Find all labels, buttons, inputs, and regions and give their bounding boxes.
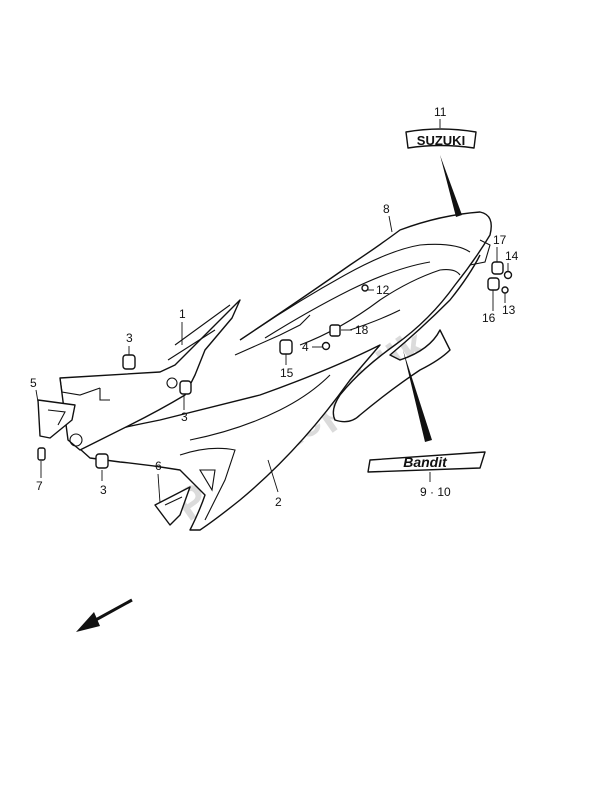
svg-text:5: 5 — [30, 376, 37, 390]
part-18-nut — [329, 324, 341, 337]
svg-text:18: 18 — [355, 323, 369, 337]
svg-text:3: 3 — [126, 331, 133, 345]
svg-text:11: 11 — [434, 105, 447, 119]
part-12-clip — [361, 284, 369, 292]
svg-text:17: 17 — [493, 233, 507, 247]
part-8-seat-tail-cover[interactable] — [234, 211, 492, 423]
part-3-grommet — [179, 380, 192, 395]
part-3-grommet — [122, 354, 136, 370]
front-direction-arrow-icon — [76, 598, 133, 632]
svg-text:12: 12 — [376, 283, 390, 297]
hardware — [37, 261, 513, 469]
decal-pointer — [403, 350, 432, 442]
part-1-side-cover[interactable] — [59, 299, 241, 451]
svg-text:SUZUKI: SUZUKI — [417, 133, 465, 148]
emblem-pointer — [440, 155, 462, 217]
callouts: 1 2 3 3 3 4 5 6 7 8 12 13 14 15 16 17 18 — [30, 202, 519, 509]
svg-text:14: 14 — [505, 249, 519, 263]
svg-text:8: 8 — [383, 202, 390, 216]
part-5-bracket[interactable] — [37, 399, 76, 439]
svg-text:13: 13 — [502, 303, 516, 317]
svg-text:3: 3 — [181, 410, 188, 424]
part-17-grommet — [491, 261, 504, 275]
part-2-frame-cover[interactable] — [69, 344, 381, 531]
part-3-grommet — [95, 453, 109, 469]
part-7-screw — [37, 447, 46, 461]
svg-text:2: 2 — [275, 495, 282, 509]
svg-text:3: 3 — [100, 483, 107, 497]
svg-text:15: 15 — [280, 366, 294, 380]
part-13-screw — [501, 286, 509, 294]
svg-text:6: 6 — [155, 459, 162, 473]
part-14-screw — [503, 270, 513, 280]
part-9-10-bandit-decal[interactable]: Bandit — [367, 451, 486, 473]
svg-text:7: 7 — [36, 479, 43, 493]
part-15-grommet — [279, 339, 293, 355]
part-11-suzuki-emblem[interactable]: SUZUKI — [405, 128, 477, 149]
svg-text:1: 1 — [179, 307, 186, 321]
svg-text:Bandit: Bandit — [403, 454, 448, 470]
part-16-grommet — [487, 277, 500, 291]
svg-text:16: 16 — [482, 311, 496, 325]
part-6-bracket[interactable] — [154, 486, 191, 526]
svg-text:9 · 10: 9 · 10 — [420, 485, 451, 499]
svg-text:4: 4 — [302, 340, 309, 354]
part-4-screw — [321, 341, 331, 351]
